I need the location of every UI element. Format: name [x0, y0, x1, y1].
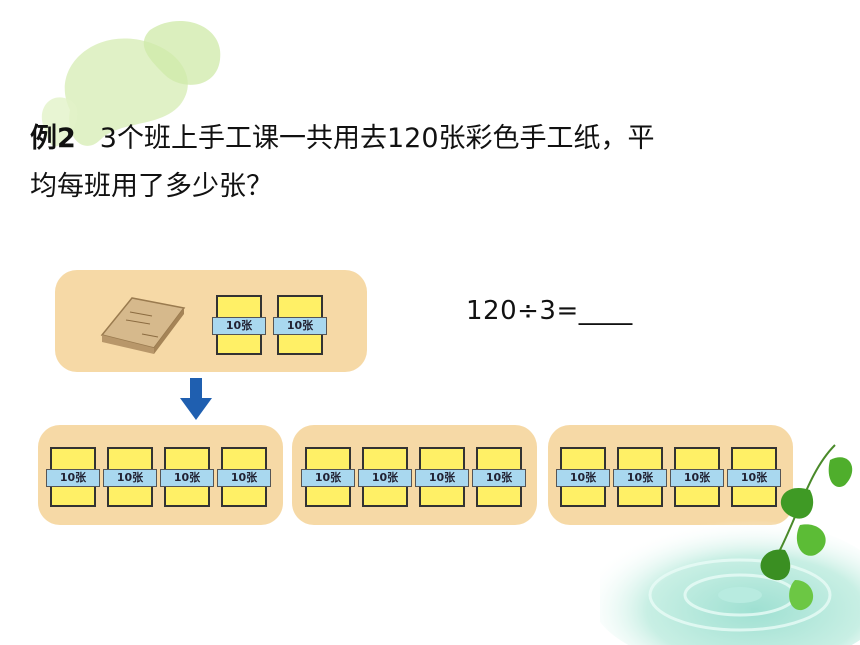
packet-label: 10张: [613, 469, 667, 487]
problem-line-2: 均每班用了多少张？: [30, 171, 273, 202]
packet-label: 10张: [212, 317, 266, 335]
paper-packet: 10张: [301, 447, 355, 507]
packet-label: 10张: [273, 317, 327, 335]
paper-packet: 10张: [217, 447, 271, 507]
paper-packet: 10张: [727, 447, 781, 507]
problem-text: 例2 3个班上手工课一共用去120张彩色手工纸，平 均每班用了多少张？: [30, 115, 810, 211]
packet-label: 10张: [727, 469, 781, 487]
paper-packet: 10张: [212, 295, 266, 355]
packet-label: 10张: [472, 469, 526, 487]
paper-packet: 10张: [472, 447, 526, 507]
problem-line-1: 例2 3个班上手工课一共用去120张彩色手工纸，平: [30, 115, 810, 163]
packet-label: 10张: [301, 469, 355, 487]
packet-label: 10张: [160, 469, 214, 487]
packet-label: 10张: [556, 469, 610, 487]
paper-pack-icon: [100, 297, 186, 354]
example-tag: 例2: [30, 123, 76, 154]
leaf-decoration-icon: [41, 21, 221, 147]
paper-packet: 10张: [160, 447, 214, 507]
packet-label: 10张: [670, 469, 724, 487]
paper-packet: 10张: [613, 447, 667, 507]
arrow-down-icon: [180, 378, 212, 420]
packet-label: 10张: [46, 469, 100, 487]
green-leaves-decoration-icon: [760, 444, 853, 611]
paper-packet: 10张: [556, 447, 610, 507]
packet-label: 10张: [415, 469, 469, 487]
paper-packet: 10张: [46, 447, 100, 507]
packet-label: 10张: [358, 469, 412, 487]
water-ripple-decoration-icon: [600, 520, 860, 645]
paper-packet: 10张: [670, 447, 724, 507]
packet-label: 10张: [217, 469, 271, 487]
paper-packet: 10张: [358, 447, 412, 507]
paper-packet: 10张: [273, 295, 327, 355]
paper-packet: 10张: [415, 447, 469, 507]
equation: 120÷3=____: [466, 296, 633, 326]
packet-label: 10张: [103, 469, 157, 487]
paper-packet: 10张: [103, 447, 157, 507]
problem-sentence-1: 3个班上手工课一共用去120张彩色手工纸，平: [99, 123, 655, 154]
